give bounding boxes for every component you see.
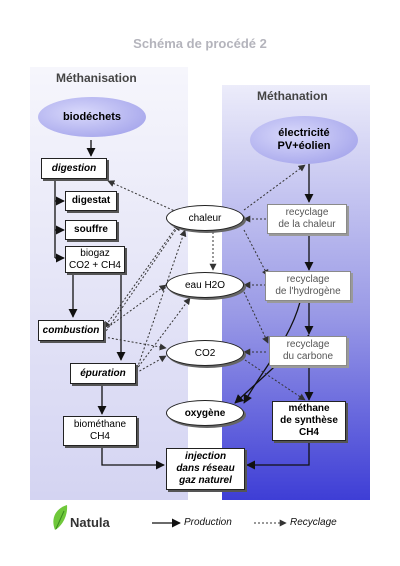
methanisation-panel	[30, 67, 188, 500]
arrow-methane-injection	[246, 442, 310, 470]
natula-leaf-icon	[53, 505, 68, 530]
arrow-biomethane-injection	[101, 447, 165, 470]
recycling-arrows	[103, 164, 306, 401]
